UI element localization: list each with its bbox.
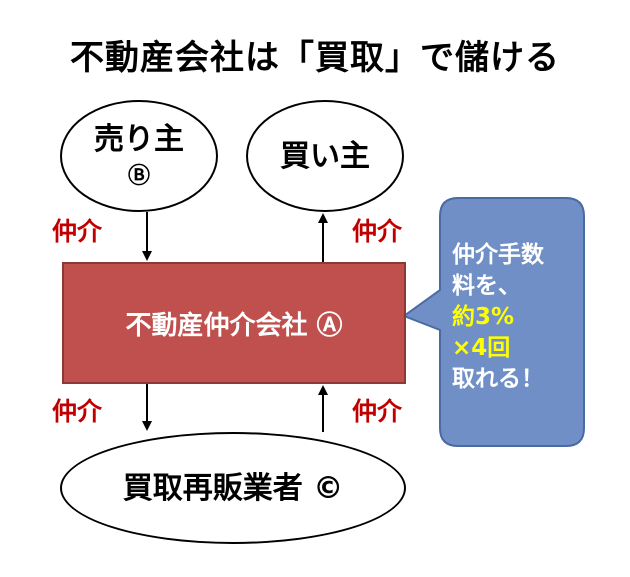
- callout-line-3: 約3%: [452, 304, 515, 331]
- seller-node: 売り主 Ⓑ: [60, 100, 218, 212]
- callout-text: 仲介手数 料を、 約3% ×4回 取れる！: [452, 240, 584, 395]
- edge-label-seller-broker: 仲介: [52, 217, 103, 246]
- callout-line-5: 取れる！: [452, 366, 544, 393]
- edge-label-broker-buyer: 仲介: [352, 217, 403, 246]
- callout-line-1: 仲介手数: [452, 242, 544, 268]
- buyer-node: 買い主: [246, 100, 404, 212]
- edge-label-broker-reseller: 仲介: [52, 397, 103, 426]
- callout-bubble: [401, 197, 585, 447]
- broker-label: 不動産仲介会社 Ⓐ: [125, 310, 343, 341]
- seller-mark: Ⓑ: [127, 163, 150, 189]
- buyer-label: 買い主: [280, 138, 370, 174]
- callout-line-2: 料を、: [452, 273, 521, 300]
- diagram-title: 不動産会社は「買取」で儲ける: [70, 38, 560, 78]
- edge-label-reseller-broker: 仲介: [352, 397, 403, 426]
- reseller-node: 買取再販業者 ©: [60, 432, 406, 544]
- callout-line-4: ×4回: [452, 335, 511, 362]
- seller-label: 売り主: [94, 121, 184, 157]
- reseller-label: 買取再販業者 ©: [122, 470, 344, 506]
- broker-node: 不動産仲介会社 Ⓐ: [62, 262, 406, 384]
